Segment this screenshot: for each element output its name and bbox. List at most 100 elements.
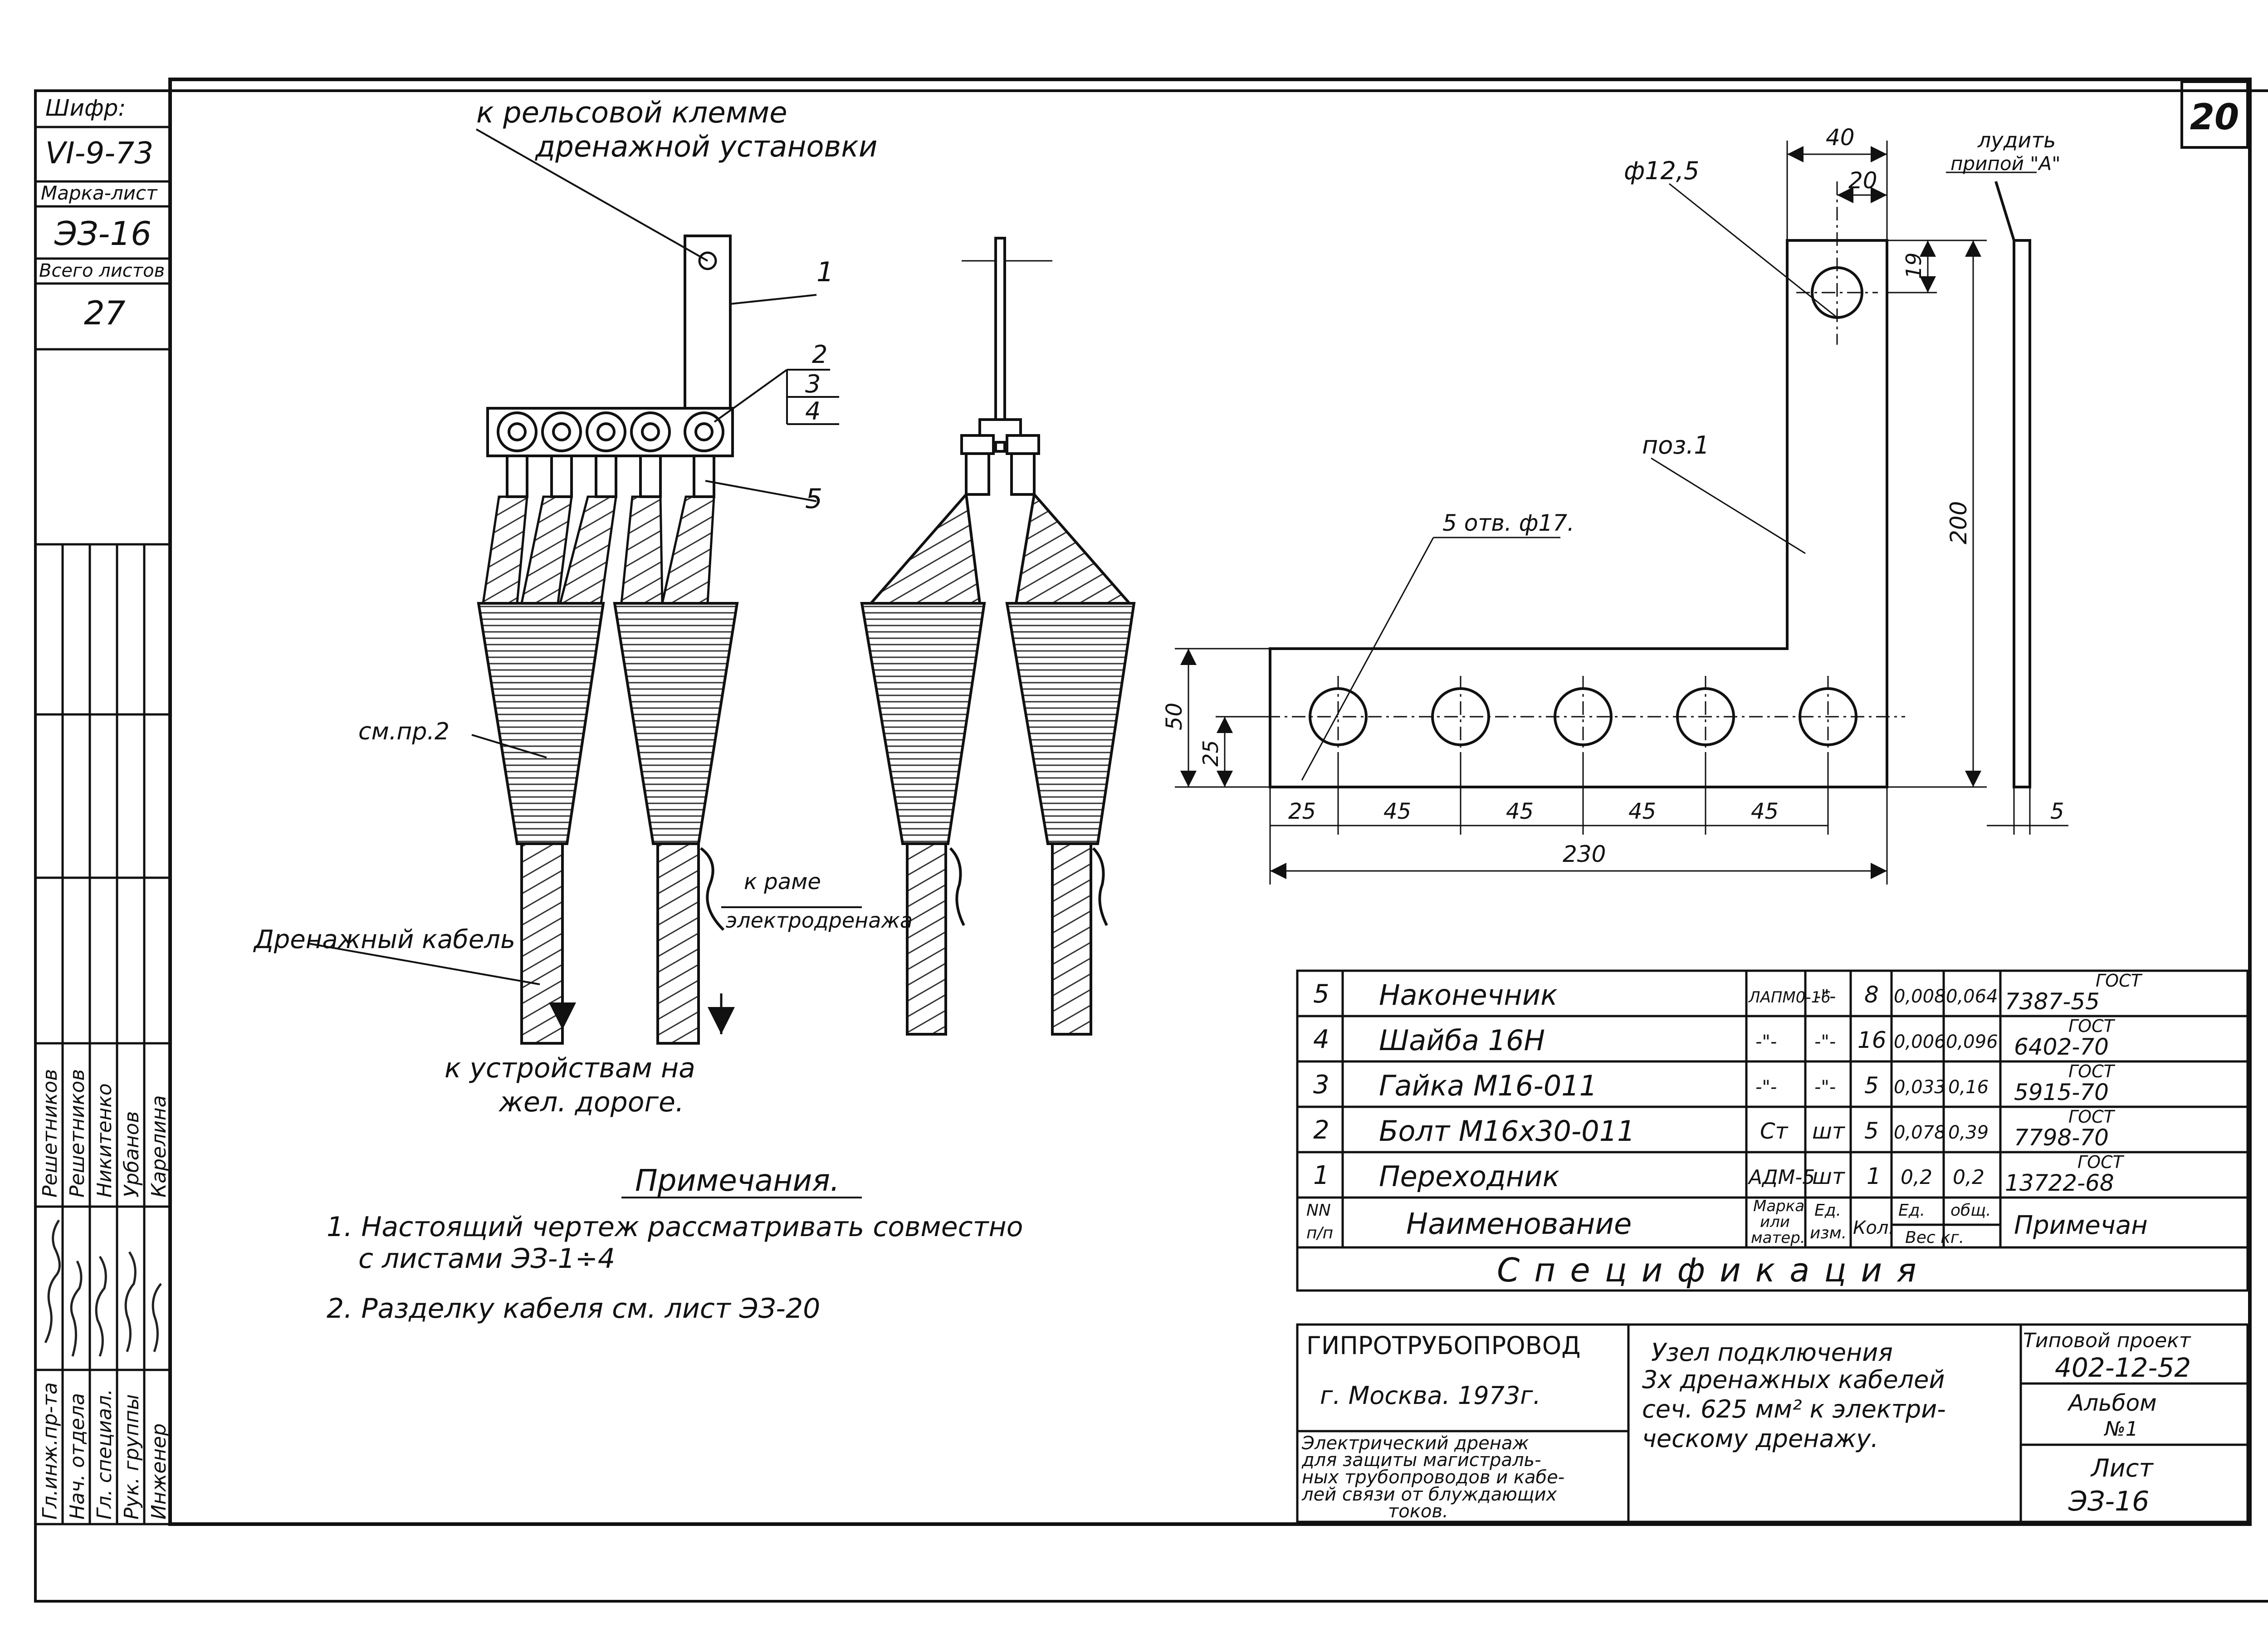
- note-1-line1: 1. Настоящий чертеж рассматривать совмес…: [327, 1211, 1023, 1243]
- spec-row-note1-0: ГОСТ: [2096, 971, 2143, 991]
- side-plate: [994, 237, 1006, 453]
- spec-row-note2-4: 13722-68: [2005, 1170, 2114, 1196]
- callout-see-note: см.пр.2: [358, 718, 450, 745]
- spec-row-n-4: 1: [1313, 1161, 1330, 1190]
- spec-h-qty: Кол.: [1853, 1217, 1894, 1238]
- total-label: Всего листов: [39, 260, 165, 281]
- tb-topic-5: токов.: [1388, 1501, 1448, 1522]
- spec-h-mat-2: или: [1760, 1213, 1790, 1231]
- adapter-bar: [684, 235, 732, 412]
- tb-city: г. Москва. 1973г.: [1320, 1381, 1541, 1410]
- spec-row-note1-4: ГОСТ: [2077, 1152, 2125, 1172]
- spec-row-unit-0: -"-: [1814, 986, 1836, 1007]
- spec-row-note1-1: ГОСТ: [2068, 1016, 2116, 1036]
- sig-name-0: Решетников: [39, 1069, 62, 1198]
- callout-to-frame-1: к раме: [744, 869, 821, 895]
- plate-dim-25v: 25: [1198, 740, 1223, 767]
- spec-h-name: Наименование: [1406, 1208, 1632, 1241]
- plate-dim-230: 230: [1563, 841, 1606, 867]
- spec-row-mat-1: -"-: [1755, 1032, 1777, 1052]
- plate-edge-view: [2013, 239, 2031, 788]
- spec-row-mat-0: ЛАПМ0-16: [1748, 988, 1831, 1007]
- front-view: [477, 235, 739, 1045]
- callout-leaders: [308, 128, 862, 985]
- spec-row-name-0: Наконечник: [1379, 978, 1558, 1012]
- callout-top-1: к рельсовой клемме: [476, 96, 787, 130]
- callout-top-2: дренажной установки: [535, 130, 877, 164]
- handwritten-signatures: [44, 1219, 162, 1357]
- plate-dim-200: 200: [1945, 501, 1972, 544]
- spec-h-mat-3: матер.: [1751, 1229, 1805, 1247]
- tb-project-label: Типовой проект: [2023, 1329, 2191, 1352]
- tb-sheet-label: Лист: [2090, 1454, 2154, 1482]
- spec-h-num-2: п/п: [1306, 1224, 1333, 1242]
- spec-row-unit-1: -"-: [1814, 1032, 1836, 1052]
- spec-row-mat-2: -"-: [1755, 1077, 1777, 1098]
- spec-h-w3: Вес кг.: [1905, 1228, 1964, 1247]
- adapter-hole: [698, 251, 717, 270]
- plate-dim-45d: 45: [1751, 799, 1779, 824]
- spec-row-qty-4: 1: [1867, 1163, 1881, 1189]
- tb-album-label: Альбом: [2067, 1390, 2157, 1416]
- note-1-line2: с листами ЭЗ-1÷4: [358, 1243, 615, 1275]
- spec-row-unit-3: шт: [1812, 1119, 1846, 1144]
- spec-row-w1-0: 0,008: [1894, 986, 1946, 1007]
- plate-dim-45a: 45: [1383, 799, 1411, 824]
- spec-row-w2-2: 0,16: [1948, 1077, 1989, 1098]
- spec-row-qty-2: 5: [1864, 1072, 1879, 1099]
- spec-row-w2-3: 0,39: [1948, 1122, 1989, 1143]
- plate-tin-1: лудить: [1977, 128, 2056, 152]
- callout-pos1: 1: [816, 256, 834, 288]
- spec-row-unit-4: шт: [1812, 1164, 1846, 1189]
- cone-left: [477, 602, 605, 845]
- spec-row-note2-3: 7798-70: [2014, 1124, 2109, 1151]
- spec-row-qty-1: 16: [1857, 1027, 1887, 1053]
- spec-h-mat-1: Марка: [1753, 1197, 1804, 1215]
- tb-project-value: 402-12-52: [2055, 1352, 2191, 1383]
- plate-dim-5: 5: [2050, 799, 2064, 824]
- sig-role-3: Рук. группы: [120, 1394, 143, 1520]
- plate-dim-40: 40: [1826, 124, 1855, 151]
- spec-h-unit-1: Ед.: [1814, 1201, 1841, 1220]
- callout-pos5: 5: [805, 483, 822, 515]
- spec-row-unit-2: -"-: [1814, 1077, 1836, 1098]
- sig-name-3: Урбанов: [120, 1111, 143, 1198]
- spec-row-qty-3: 5: [1864, 1118, 1879, 1144]
- spec-h-w1: Ед.: [1898, 1201, 1925, 1220]
- tb-album-value: №1: [2103, 1418, 2138, 1441]
- signature-rows: Гл.инж.пр-та Решетников Нач. отдела Реше…: [39, 1069, 171, 1520]
- callout-to-frame-2: электродренажа: [726, 908, 913, 933]
- spec-row-w2-4: 0,2: [1953, 1166, 1984, 1189]
- plate-tin-2: припой "А": [1950, 152, 2061, 175]
- spec-row-w2-0: 0,064: [1946, 986, 1998, 1007]
- tb-title-1: Узел подключения: [1651, 1338, 1893, 1367]
- spec-row-name-2: Гайка М16-011: [1379, 1069, 1597, 1102]
- callout-pos3: 3: [805, 370, 821, 398]
- tb-topic-3: ных трубопроводов и кабе-: [1302, 1467, 1564, 1488]
- spec-table-grid: [1296, 969, 2249, 1292]
- tb-sheet-value: ЭЗ-16: [2068, 1486, 2149, 1517]
- spec-row-note2-0: 7387-55: [2005, 988, 2100, 1015]
- total-value: 27: [84, 294, 126, 332]
- spec-row-note2-1: 6402-70: [2014, 1034, 2109, 1060]
- spec-row-mat-4: АДМ-5: [1747, 1166, 1815, 1189]
- plate-holes-label: 5 отв. ф17.: [1442, 510, 1574, 536]
- spec-row-w1-3: 0,078: [1894, 1122, 1946, 1143]
- sig-role-2: Гл. специал.: [93, 1389, 116, 1520]
- plate-dim-19: 19: [1901, 252, 1926, 279]
- cable-lugs: [497, 411, 724, 498]
- tb-topic-4: лей связи от блуждающих: [1301, 1484, 1557, 1505]
- sig-name-1: Решетников: [66, 1069, 89, 1198]
- sig-role-0: Гл.инж.пр-та: [39, 1382, 62, 1520]
- spec-row-n-2: 3: [1313, 1070, 1330, 1100]
- plate-dim-45b: 45: [1506, 799, 1534, 824]
- plate-pos-label: поз.1: [1642, 431, 1710, 460]
- spec-h-w2: общ.: [1950, 1201, 1991, 1220]
- side-cone-left: [860, 602, 986, 845]
- mark-label: Марка-лист: [41, 182, 158, 204]
- mark-value: ЭЗ-16: [54, 215, 152, 253]
- spec-row-n-3: 2: [1313, 1115, 1330, 1145]
- tb-org: ГИПРОТРУБОПРОВОД: [1306, 1331, 1580, 1360]
- plate-dim-25: 25: [1288, 799, 1316, 824]
